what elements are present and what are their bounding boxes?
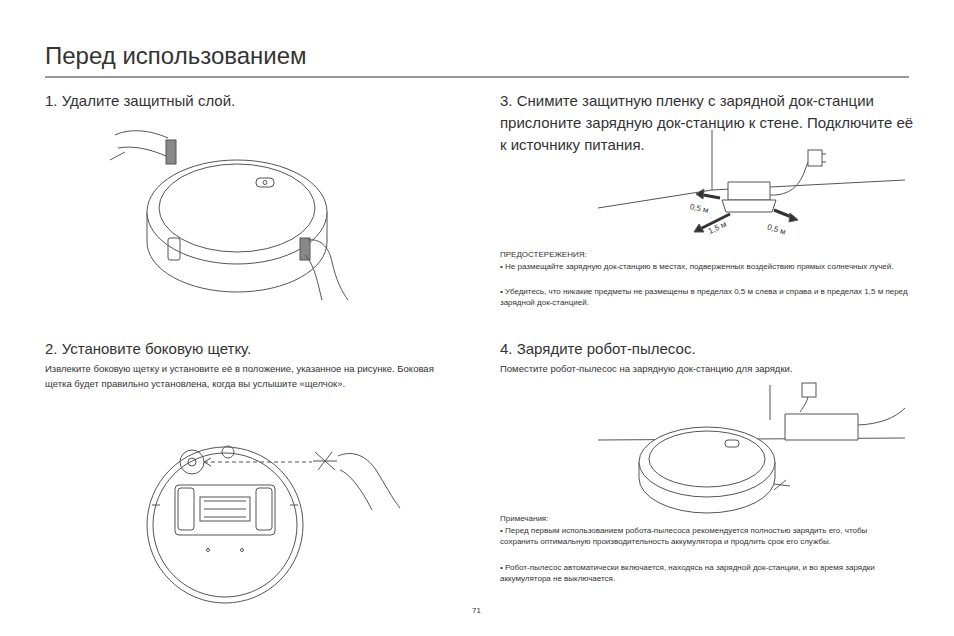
step-heading: 2. Установите боковую щетку. bbox=[45, 338, 465, 360]
body-text: Поместите робот-пылесос на зарядную док-… bbox=[500, 362, 910, 377]
robot-top-view bbox=[110, 131, 348, 300]
body-text: Извлеките боковую щетку и установите её … bbox=[45, 362, 455, 391]
note-heading: Примечания: bbox=[500, 514, 548, 525]
step-heading: 4. Зарядите робот-пылесос. bbox=[500, 338, 920, 360]
note-bullet: • Не размещайте зарядную док-станцию в м… bbox=[500, 262, 915, 273]
page-title: Перед использованием bbox=[45, 40, 307, 72]
title-rule bbox=[45, 77, 909, 78]
dimension: 0,5 м bbox=[688, 202, 711, 217]
dimension: 0,5 м bbox=[765, 222, 788, 239]
dimension: 1,5 м bbox=[706, 219, 729, 238]
robot-bottom-view bbox=[147, 446, 400, 603]
note-heading: ПРЕДОСТЕРЕЖЕНИЯ: bbox=[500, 250, 587, 261]
note-bullet: • Робот-пылесос автоматически включается… bbox=[500, 563, 905, 585]
step-heading: 3. Снимите защитную пленку с зарядной до… bbox=[500, 90, 920, 155]
step-heading: 1. Удалите защитный слой. bbox=[45, 90, 465, 112]
robot-charging bbox=[598, 383, 905, 513]
note-bullet: • Перед первым использованием робота-пыл… bbox=[500, 526, 905, 548]
note-bullet: • Убедитесь, что никакие предметы не раз… bbox=[500, 287, 915, 309]
page-number: 71 bbox=[472, 606, 481, 617]
